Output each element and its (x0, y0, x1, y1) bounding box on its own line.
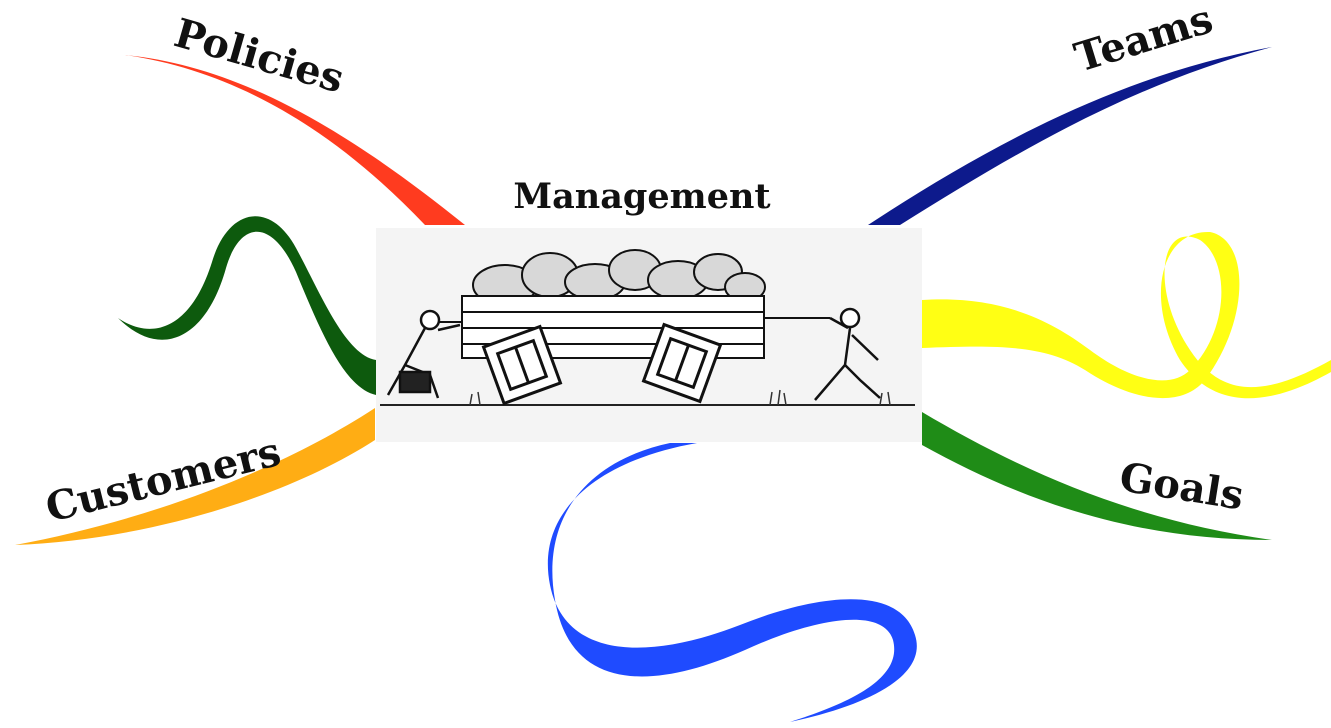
branch-label-policies: Policies (169, 9, 349, 102)
pulling-person-icon (814, 307, 881, 401)
branch-label-goals: Goals (1116, 453, 1246, 519)
grass-icon (469, 389, 891, 406)
branch-ribbon-customers (15, 408, 375, 545)
square-wheel-icon-left (481, 324, 563, 406)
center-illustration (376, 228, 922, 442)
square-wheel-icon-right (641, 322, 723, 404)
branch-ribbon-goals (922, 412, 1272, 540)
branch-ribbon-yellow (922, 231, 1331, 399)
pushing-person-icon (386, 309, 461, 399)
branch-ribbon-dark-green (118, 216, 376, 395)
branch-ribbon-teams (868, 47, 1272, 225)
branch-ribbon-blue (547, 443, 917, 722)
center-title: Management (513, 176, 770, 217)
branch-ribbon-policies (125, 55, 465, 225)
